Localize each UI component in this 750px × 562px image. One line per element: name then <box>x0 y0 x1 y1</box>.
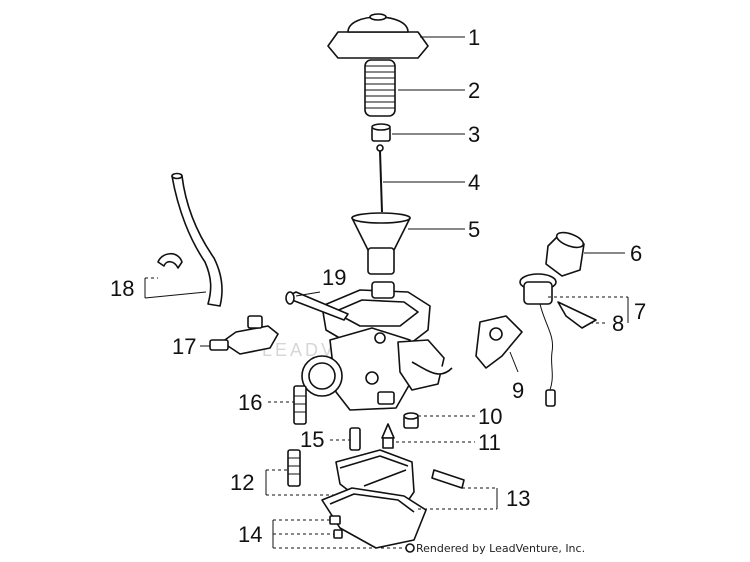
label-11: 11 <box>478 430 501 455</box>
part-15-pilot-jet <box>349 427 361 451</box>
part-7-choke <box>519 273 557 407</box>
part-16-screw <box>293 385 307 425</box>
label-8: 8 <box>612 311 624 336</box>
part-18-hose <box>157 172 223 307</box>
part-3-retainer <box>371 123 391 142</box>
label-9: 9 <box>512 378 524 403</box>
part-2-spring <box>364 59 396 117</box>
label-14: 14 <box>238 522 262 547</box>
label-2: 2 <box>468 78 480 103</box>
label-18: 18 <box>110 276 134 301</box>
part-6-sleeve <box>545 231 585 277</box>
part-19-bolt <box>285 291 349 321</box>
label-4: 4 <box>468 170 480 195</box>
part-9-bracket <box>475 315 523 369</box>
leader-lines <box>144 36 629 549</box>
label-3: 3 <box>468 122 480 147</box>
part-4-needle <box>376 144 384 213</box>
part-10-nut <box>403 412 419 429</box>
label-5: 5 <box>468 217 480 242</box>
part-8-clip <box>557 301 597 329</box>
label-10: 10 <box>478 404 502 429</box>
label-15: 15 <box>300 427 324 452</box>
carburetor-body <box>301 281 453 411</box>
part-12-jet <box>287 449 301 487</box>
part-11-float-needle <box>381 423 395 449</box>
label-16: 16 <box>238 390 262 415</box>
label-6: 6 <box>630 241 642 266</box>
label-12: 12 <box>230 470 254 495</box>
part-5-diaphragm-slide <box>351 212 411 275</box>
label-1: 1 <box>468 25 480 50</box>
part-1-cap <box>327 13 429 59</box>
label-17: 17 <box>172 334 196 359</box>
label-19: 19 <box>322 265 346 290</box>
credit-text: Rendered by LeadVenture, Inc. <box>416 542 585 555</box>
part-17-fitting <box>209 315 279 355</box>
label-7: 7 <box>634 299 646 324</box>
label-13: 13 <box>506 486 530 511</box>
